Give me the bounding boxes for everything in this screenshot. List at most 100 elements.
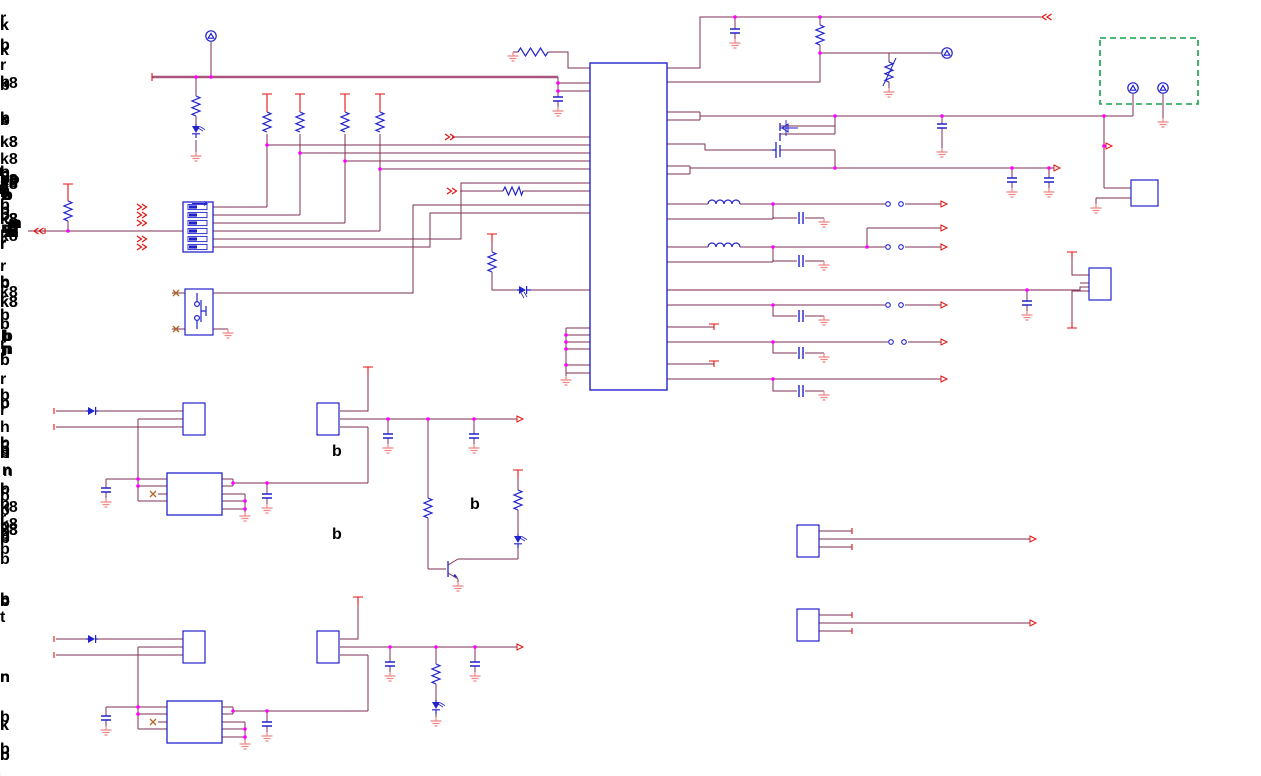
label-b: b [2, 187, 12, 204]
label-n: n [1, 341, 11, 358]
label-n: n [0, 164, 2, 180]
label-b: b [2, 187, 12, 204]
label-h: h [0, 419, 10, 436]
label-n: n [2, 341, 12, 358]
label-bo: bo [0, 171, 20, 188]
label-n: n [0, 669, 10, 686]
label-b: b [0, 275, 10, 292]
label-b: b [0, 110, 10, 127]
label-n: n [0, 164, 4, 180]
label-k: k [0, 17, 9, 34]
label-k8: k8 [0, 211, 18, 228]
label-b: b [0, 741, 10, 758]
label-r: r [0, 336, 7, 353]
label-n: n [0, 181, 3, 197]
label-n: n [2, 462, 12, 479]
label-b: b [0, 202, 10, 219]
label-b: b [0, 709, 10, 726]
label-b: b [0, 166, 10, 183]
label-b: b [0, 709, 10, 726]
label-n: n [0, 669, 10, 686]
label-b: b [0, 481, 10, 498]
label-n: n [0, 164, 1, 180]
label-b: b [0, 387, 10, 404]
label-b: b [0, 197, 10, 214]
label-k8: k8 [0, 134, 18, 151]
label-b: b [0, 747, 10, 764]
label-b: b [0, 171, 10, 188]
label-b: b [0, 171, 10, 188]
label-n: n [9, 217, 19, 234]
label-r: r [0, 371, 7, 388]
label-n: n [0, 669, 10, 686]
label-n: n [6, 224, 16, 241]
label-k8: k8 [0, 294, 18, 311]
label-b: b [0, 593, 10, 610]
label-b: b [0, 445, 10, 462]
label-n: n [0, 669, 10, 686]
label-b: b [0, 593, 10, 610]
label-b: b [0, 435, 10, 452]
label-b: b [0, 593, 10, 610]
label-b: b [0, 182, 10, 199]
label-b: b [0, 441, 10, 458]
label-r: r [0, 348, 7, 365]
label-b: b [0, 307, 10, 324]
label-b: b [0, 593, 10, 610]
label-b: b [0, 523, 10, 540]
label-r: r [0, 235, 7, 252]
label-n: n [3, 220, 13, 237]
label-b: b [0, 275, 10, 292]
label-b: b [0, 387, 10, 404]
label-b: b [1, 328, 11, 345]
label-b: b [0, 441, 10, 458]
label-n: n [0, 181, 2, 197]
jumper-JP26 [182, 402, 206, 436]
label-r: r [0, 236, 7, 253]
label-k: k [0, 717, 9, 734]
label-b: b [0, 112, 10, 129]
label-b: b [0, 481, 10, 498]
jumper-JP16 [885, 244, 891, 250]
label-n: n [0, 181, 1, 197]
label-b: b [0, 496, 10, 513]
label-n: n [5, 224, 15, 241]
label-n: n [0, 164, 1, 180]
label-n: n [0, 669, 10, 686]
label-b: b [0, 395, 10, 412]
label-n: n [0, 164, 4, 180]
label-s: s [0, 171, 9, 188]
label-b: b [1, 328, 11, 345]
label-n: n [0, 669, 10, 686]
label-k8: k8 [0, 176, 18, 193]
label-n: n [0, 669, 10, 686]
jumper-JP15 [885, 201, 891, 207]
label-k8: k8 [0, 522, 18, 539]
label-b: b [0, 37, 10, 54]
label-r: r [0, 349, 7, 366]
label-h: h [0, 445, 10, 462]
label-b: b [0, 593, 10, 610]
label-k8: k8 [0, 516, 18, 533]
label-k8: k8 [0, 151, 18, 168]
wires [28, 16, 1164, 740]
components [63, 24, 1199, 744]
label-b: b [0, 528, 10, 545]
label-b: b [0, 526, 10, 543]
jumper-JP30 [796, 608, 820, 642]
label-b: b [0, 593, 10, 610]
label-n: n [0, 182, 2, 198]
label-b: b [0, 502, 10, 519]
label-b: b [0, 184, 10, 201]
label-n: n [0, 669, 10, 686]
label-b: b [0, 593, 10, 610]
label-b: b [0, 110, 10, 127]
label-b: b [0, 435, 10, 452]
label-b: b [0, 77, 10, 94]
label-b: b [0, 593, 10, 610]
label-n: n [0, 669, 10, 686]
label-n: n [8, 224, 18, 241]
label-n: n [10, 215, 20, 232]
